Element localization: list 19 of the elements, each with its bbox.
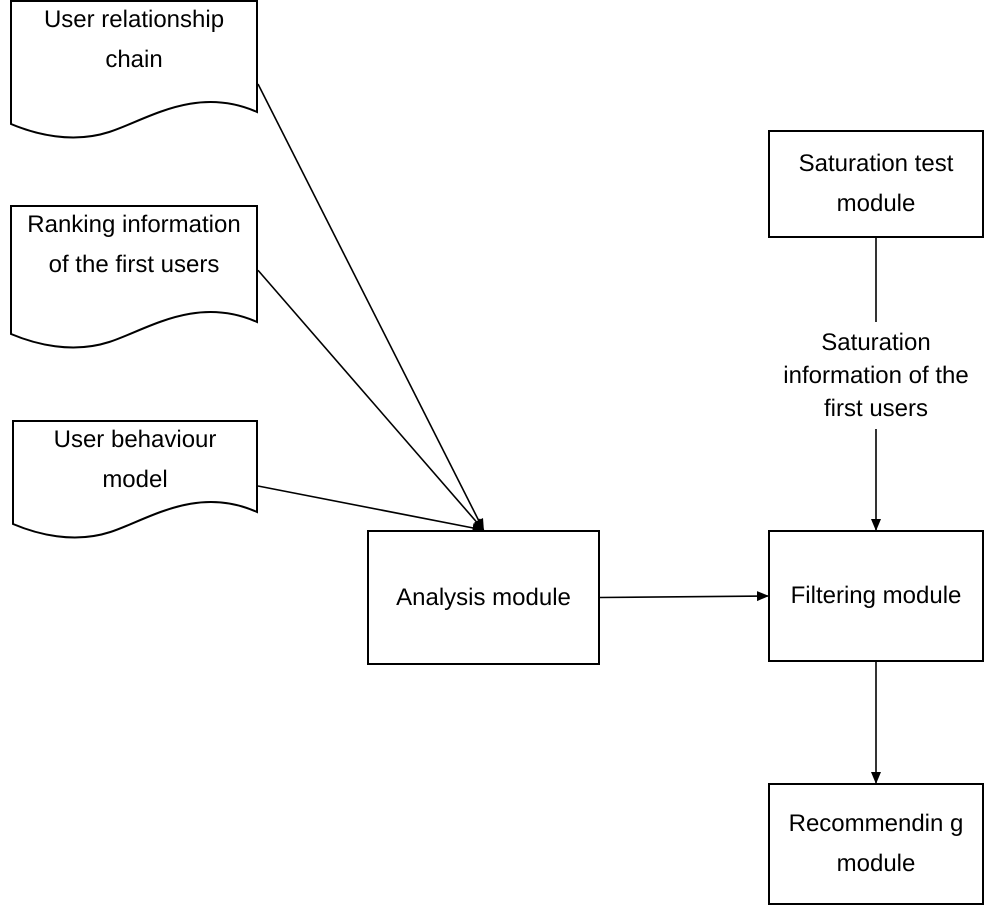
process-box (768, 783, 984, 905)
node-text: Recommendin g module (788, 809, 964, 879)
document-shape (10, 0, 258, 140)
process-box (768, 130, 984, 238)
node-text: Ranking information of the first users (26, 210, 242, 280)
node-text: User behaviour model (52, 425, 218, 495)
arrow (258, 485, 484, 533)
process-box (768, 530, 984, 662)
arrow (257, 270, 484, 531)
node-text: Analysis module (395, 582, 572, 612)
node-text: User relationship chain (42, 5, 226, 75)
arrow (257, 84, 484, 531)
process-box (367, 530, 600, 665)
arrow (871, 662, 881, 784)
document-shape (12, 420, 258, 540)
node-text: Saturation test module (798, 149, 954, 219)
document-shape (10, 205, 258, 350)
arrow (600, 591, 769, 602)
node-text: Filtering module (790, 581, 962, 611)
